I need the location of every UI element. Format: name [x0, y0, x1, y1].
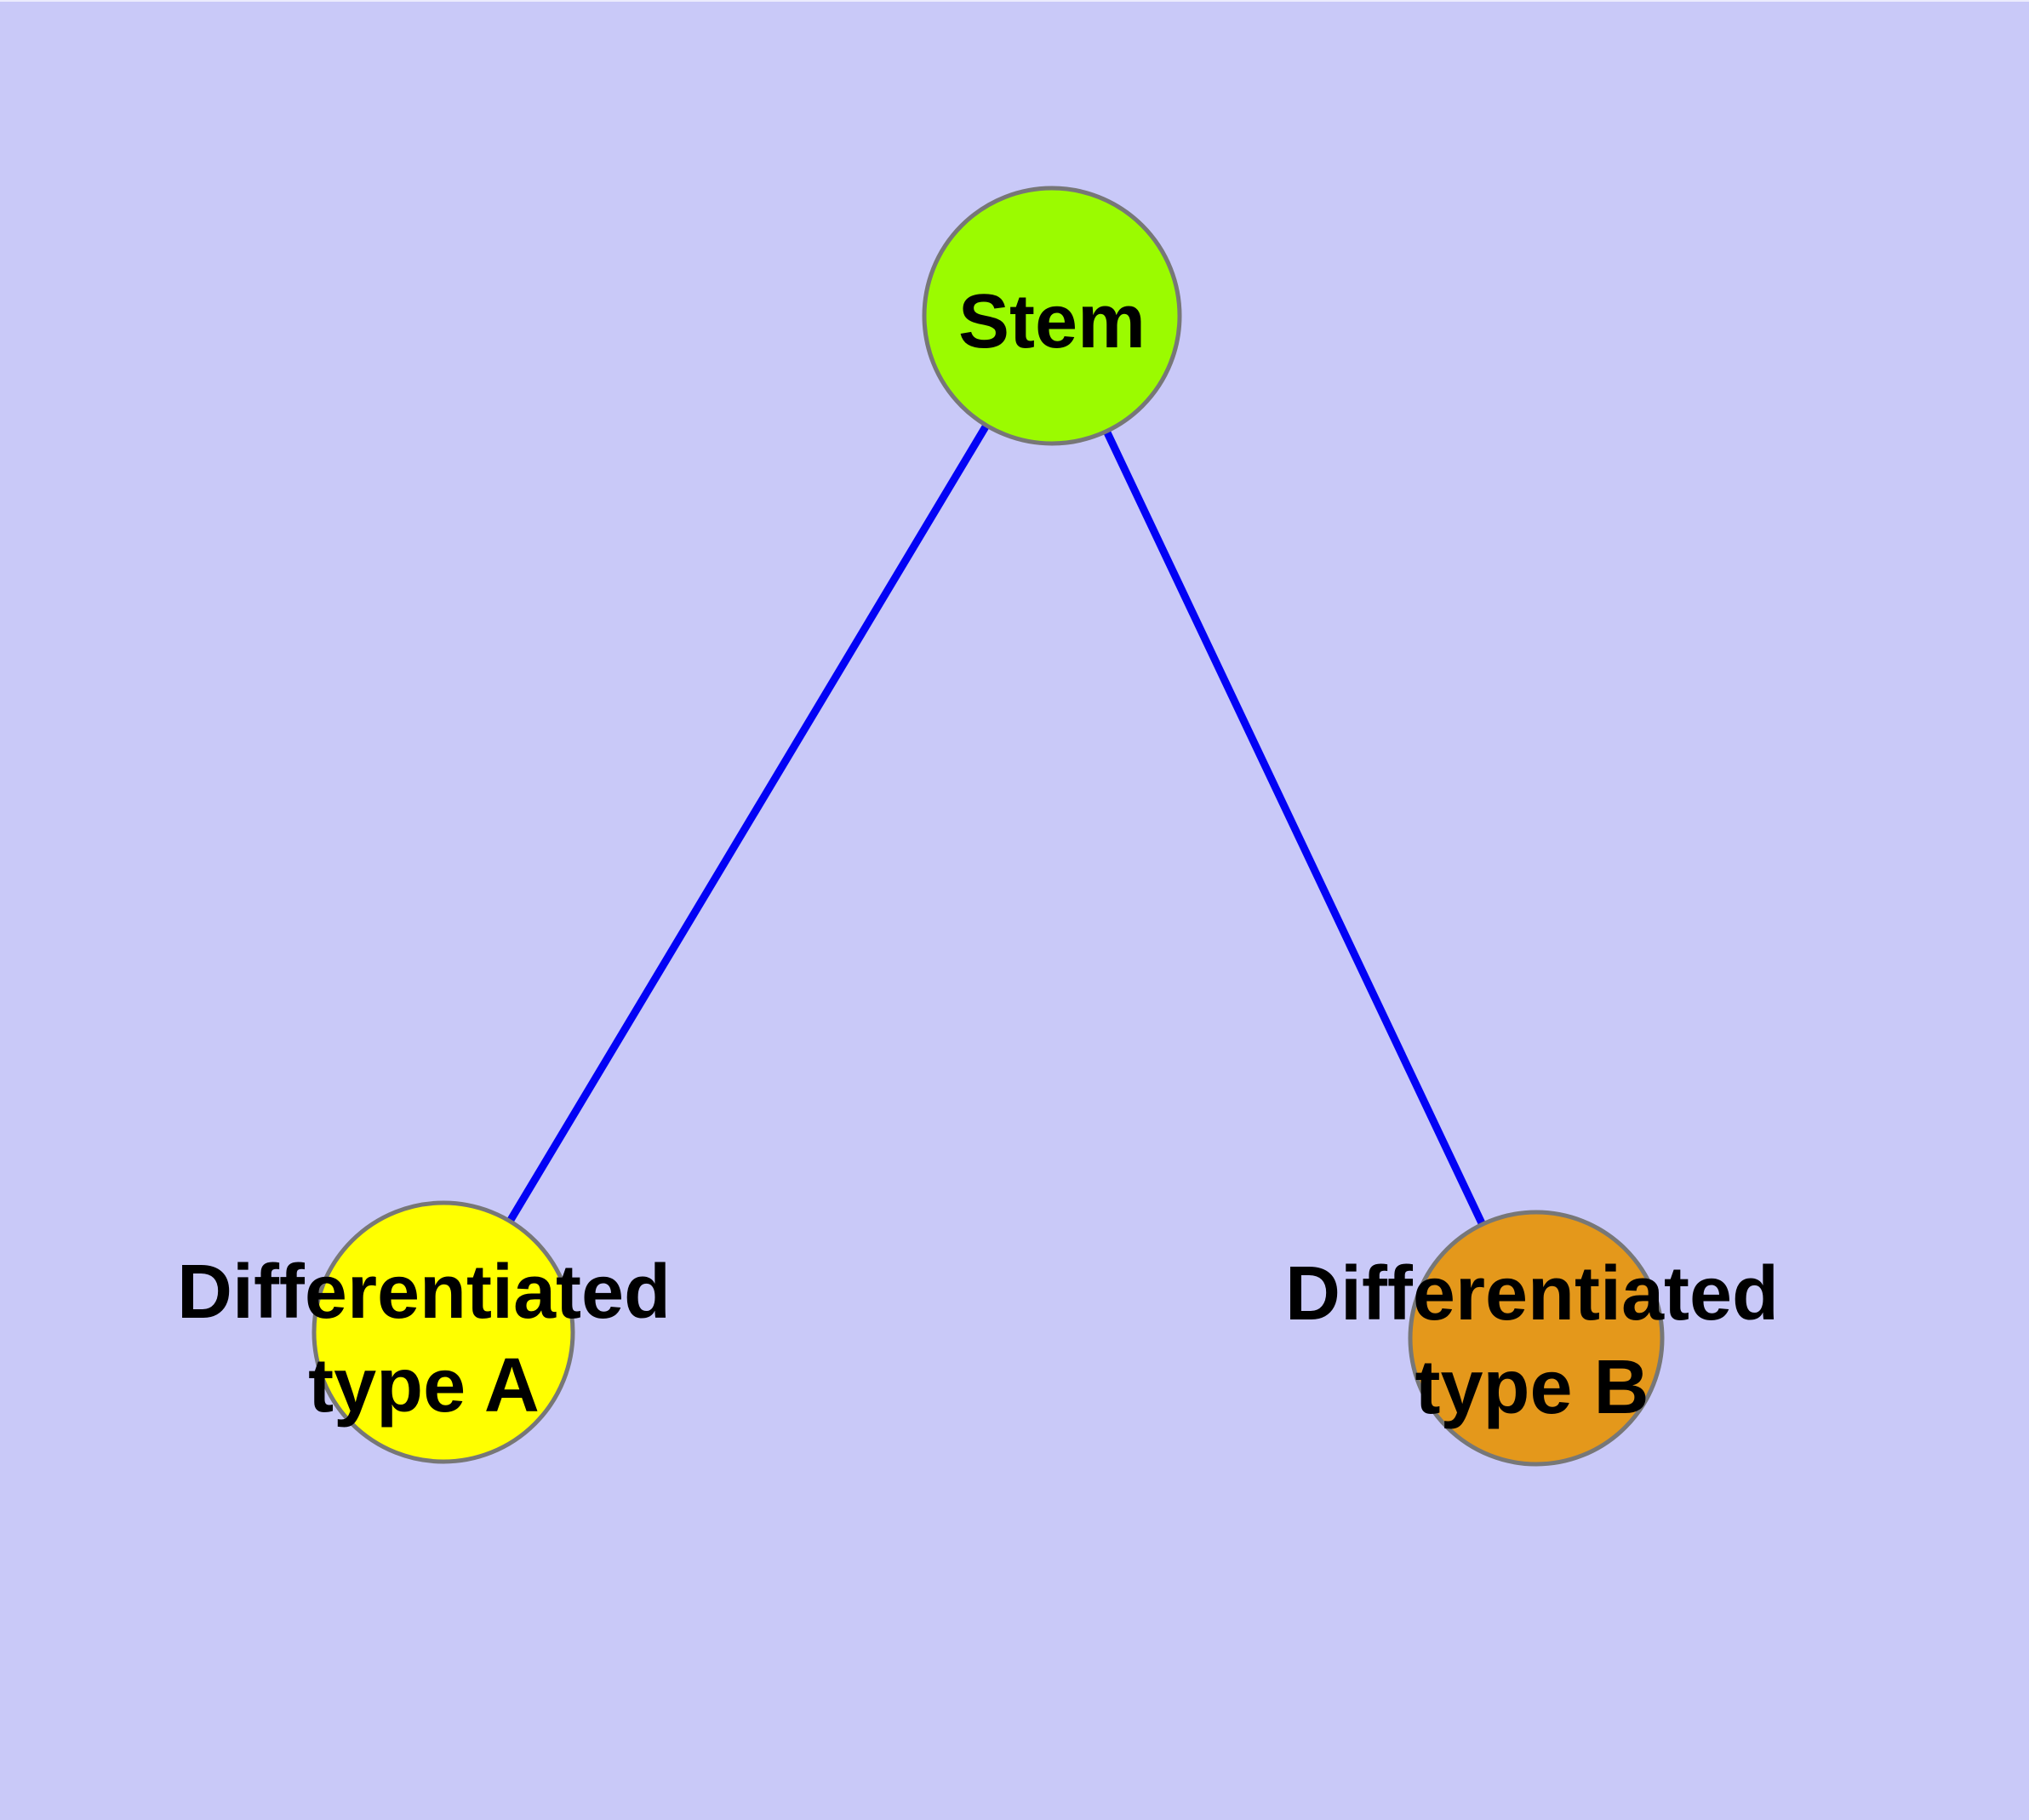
node-stem-label: Stem	[958, 279, 1146, 364]
node-stem[interactable]	[922, 186, 1182, 446]
top-edge-highlight	[0, 0, 2029, 2]
edge-stem-to-typeA	[440, 313, 1055, 1335]
node-differentiated-type-b[interactable]	[1408, 1210, 1665, 1467]
node-differentiated-type-a[interactable]	[311, 1200, 575, 1464]
node-typeA-label-line2: type A	[308, 1343, 540, 1428]
node-typeB-label-line1: Differentiated	[1285, 1251, 1779, 1336]
node-typeB-label-line2: type B	[1415, 1345, 1649, 1430]
node-typeA-label-line1: Differentiated	[177, 1250, 671, 1335]
edge-stem-to-typeB	[1048, 314, 1540, 1340]
